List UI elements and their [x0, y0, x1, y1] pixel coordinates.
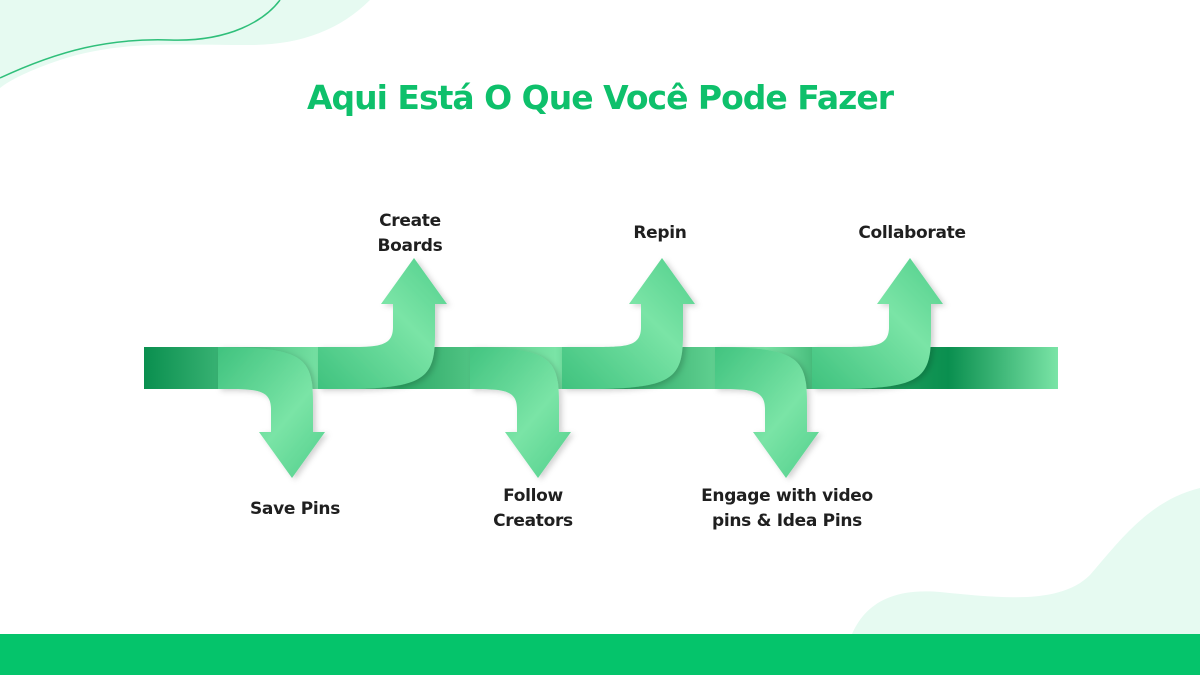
step-label-line: pins & Idea Pins: [711, 511, 862, 531]
step-label-1: Save Pins: [250, 497, 340, 522]
step-label-line: Create: [379, 211, 441, 231]
bottom-right-blob: [852, 488, 1200, 634]
step-label-line: Collaborate: [858, 223, 966, 243]
step-label-line: Repin: [633, 223, 687, 243]
step-label-line: Follow: [503, 486, 563, 506]
step-label-line: Save Pins: [249, 499, 341, 519]
slide-title: Aqui Está O Que Você Pode Fazer: [306, 78, 894, 117]
top-left-curve-line: [0, 0, 281, 79]
step-arrow-down-1: [216, 347, 325, 478]
step-label-line: Creators: [493, 511, 573, 531]
step-label-6: Collaborate: [858, 221, 966, 246]
step-label-line: Engage with video: [701, 486, 873, 506]
step-arrow-down-5: [710, 347, 819, 478]
step-label-4: Repin: [633, 221, 687, 246]
step-arrow-up-2: [318, 258, 447, 389]
step-label-5: Engage with video pins & Idea Pins: [701, 484, 873, 534]
step-arrow-down-3: [462, 347, 571, 478]
step-label-line: Boards: [377, 236, 443, 256]
step-arrow-up-6: [812, 258, 943, 389]
footer-bar: [0, 634, 1200, 675]
top-left-blob: [0, 0, 370, 88]
step-arrow-up-4: [562, 258, 695, 389]
